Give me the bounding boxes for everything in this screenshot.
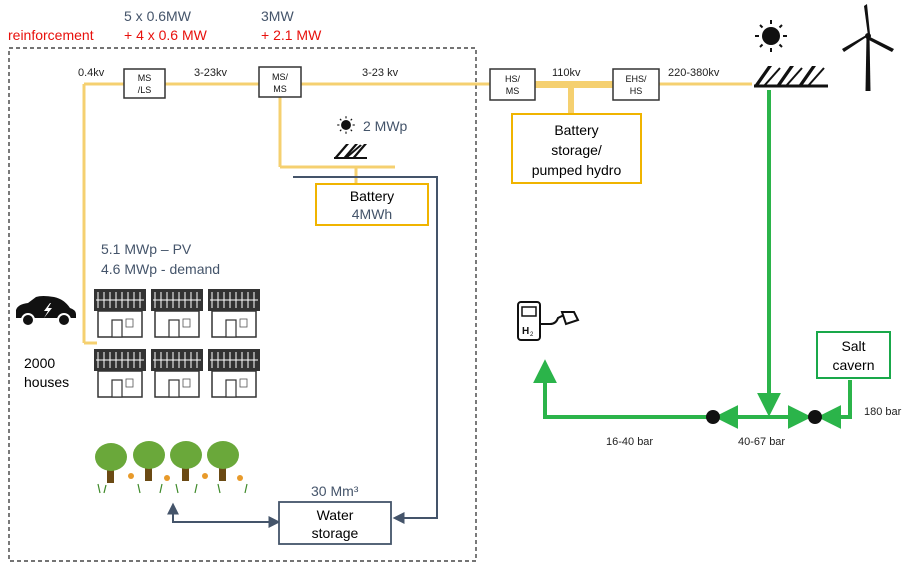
tree-icon (170, 441, 202, 481)
water-lines (167, 176, 438, 528)
svg-text:EHS/: EHS/ (625, 74, 647, 84)
ms-ls-reinforcement: + 4 x 0.6 MW (124, 27, 208, 43)
tree-icon (207, 441, 239, 481)
pressure-40-67: 40-67 bar (738, 436, 785, 448)
house-icon (207, 348, 261, 398)
hydrogen-lines (533, 90, 852, 429)
houses-grid (93, 288, 261, 398)
svg-text:/LS: /LS (138, 85, 152, 95)
ms-ms-reinforcement: + 2.1 MW (261, 27, 322, 43)
house-icon (93, 288, 147, 338)
svg-text:storage: storage (312, 525, 359, 541)
pressure-16-40: 16-40 bar (606, 436, 653, 448)
house-icon (93, 348, 147, 398)
hv-busbar (530, 81, 620, 88)
voltage-3-23kv-a: 3-23kv (194, 67, 228, 79)
trees-group (95, 441, 248, 494)
houses-count-label: houses (24, 374, 69, 390)
svg-text:Battery: Battery (350, 188, 394, 204)
local-pv-capacity: 2 MWp (363, 118, 408, 134)
electric-car-icon (16, 296, 76, 327)
svg-text:Battery: Battery (554, 122, 598, 138)
svg-text:storage/: storage/ (551, 142, 602, 158)
sun-icon (336, 115, 356, 135)
district-boundary (8, 47, 477, 562)
svg-text:2: 2 (530, 332, 534, 338)
house-icon (150, 288, 204, 338)
junction-node (706, 410, 720, 424)
svg-text:MS: MS (273, 84, 287, 94)
svg-text:MS: MS (506, 86, 520, 96)
svg-text:Salt: Salt (841, 338, 865, 354)
junction-node (808, 410, 822, 424)
wind-turbine-icon (842, 4, 894, 91)
water-capacity: 30 Mm³ (311, 483, 359, 499)
voltage-0-4kv: 0.4kv (78, 67, 105, 79)
svg-text:cavern: cavern (832, 357, 874, 373)
substation-ms-ls: MS /LS (123, 68, 166, 99)
svg-text:MS/: MS/ (272, 72, 289, 82)
house-icon (207, 288, 261, 338)
substation-ehs-hs: EHS/ HS (612, 68, 660, 101)
substation-hs-ms: HS/ MS (489, 68, 536, 101)
houses-demand: 4.6 MWp - demand (101, 261, 220, 277)
voltage-3-23kv-b: 3-23 kv (362, 67, 399, 79)
houses-pv: 5.1 MWp – PV (101, 241, 192, 257)
ms-ls-capacity: 5 x 0.6MW (124, 8, 192, 24)
svg-text:Water: Water (317, 507, 354, 523)
substation-ms-ms: MS/ MS (258, 66, 302, 98)
ms-ms-capacity: 3MW (261, 8, 294, 24)
svg-text:H: H (522, 326, 529, 337)
tree-icon (95, 443, 127, 483)
reinforcement-label: reinforcement (8, 27, 94, 43)
svg-text:pumped hydro: pumped hydro (532, 162, 622, 178)
svg-text:4MWh: 4MWh (352, 206, 392, 222)
pressure-180: 180 bar (864, 406, 902, 418)
sun-icon (754, 19, 788, 53)
battery-storage-pumped-hydro-box: Battery storage/ pumped hydro (511, 113, 642, 184)
svg-text:MS: MS (138, 73, 152, 83)
hydrogen-station-icon: H 2 (517, 301, 580, 341)
water-storage-box: Water storage (278, 501, 392, 545)
solar-panel-icon (332, 142, 369, 160)
tree-icon (133, 441, 165, 481)
battery-box: Battery 4MWh (315, 183, 429, 226)
voltage-220-380kv: 220-380kv (668, 67, 720, 79)
battery-storage-feed (568, 84, 574, 114)
solar-panel-icon (754, 66, 828, 88)
svg-text:HS: HS (630, 86, 643, 96)
houses-count-number: 2000 (24, 355, 55, 371)
house-icon (150, 348, 204, 398)
svg-text:HS/: HS/ (505, 74, 521, 84)
salt-cavern-box: Salt cavern (816, 331, 891, 379)
voltage-110kv: 110kv (552, 67, 581, 79)
